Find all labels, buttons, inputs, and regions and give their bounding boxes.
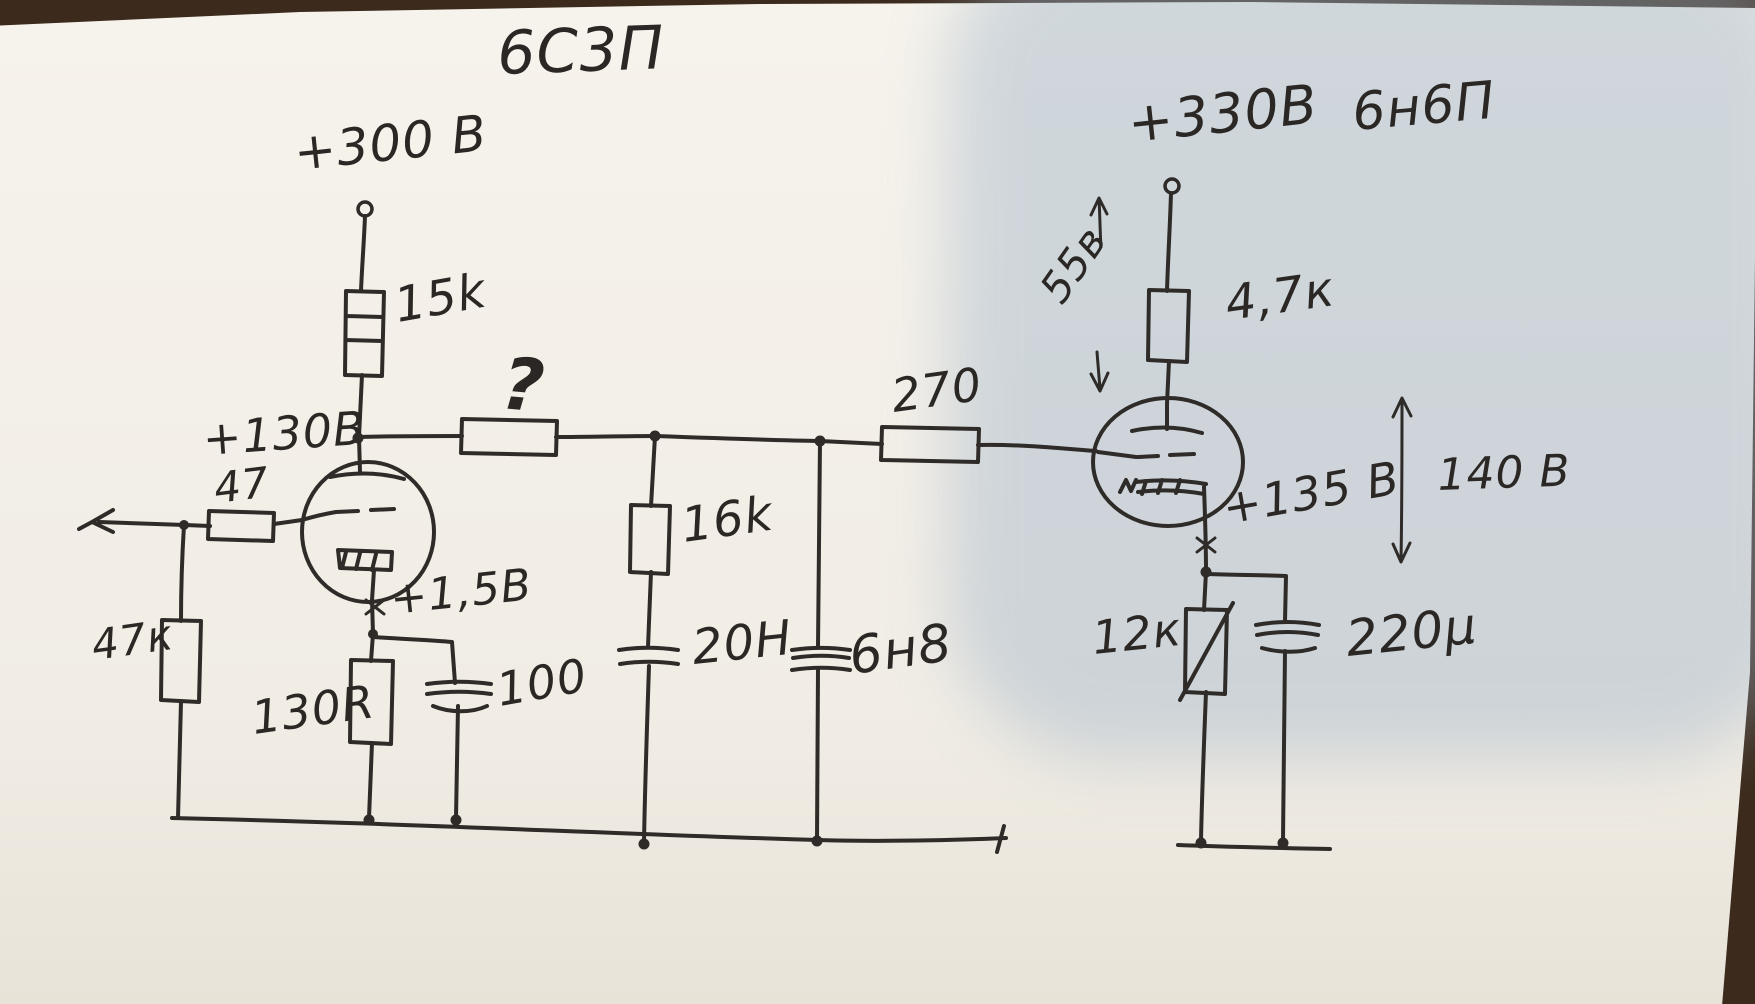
capacitor-20h-label: 20Н	[689, 610, 794, 676]
junction-dot	[638, 838, 650, 850]
capacitor-6n8	[790, 645, 852, 672]
capacitor-6n8-label: 6н8	[845, 613, 956, 687]
resistor-16k-label: 16k	[678, 485, 778, 553]
cast-shadow	[948, 0, 1755, 760]
interstage-network: 16k 20Н 6н8 270	[617, 357, 985, 850]
resistor-47-label: 47	[211, 458, 272, 513]
tube1-electrodes	[300, 471, 406, 572]
tube2-title-label: 6н6П	[1350, 71, 1498, 143]
resistor-270-label: 270	[888, 357, 985, 423]
resistor-47k	[159, 618, 203, 704]
voltage-drop-arrow	[1089, 196, 1110, 393]
cathode2-x-mark	[1195, 536, 1217, 554]
tube2-envelope	[1091, 396, 1245, 528]
left-stage-wires	[97, 214, 1098, 820]
junction-dot	[649, 430, 661, 442]
capacitor-100	[425, 679, 493, 714]
resistor-12k-label: 12к	[1090, 602, 1184, 665]
tube1-title-label: 6С3П	[496, 13, 666, 89]
junction-dot	[368, 629, 378, 639]
resistor-16k	[628, 503, 672, 576]
capacitor-220u	[1254, 620, 1321, 654]
input-arrow-icon	[77, 508, 115, 534]
junction-dot	[450, 814, 462, 826]
resistor-47k-label: 47к	[89, 610, 177, 670]
capacitor-220u-label: 220µ	[1343, 597, 1480, 668]
junction-dot	[1200, 566, 1212, 578]
junction-dot	[352, 432, 364, 444]
ground-rail-left	[170, 816, 1008, 854]
middle-wires	[642, 434, 822, 844]
swing-arrow	[1391, 396, 1413, 564]
coupling-question-label: ?	[499, 341, 549, 428]
junction-dot	[1195, 837, 1207, 849]
resistor-47	[206, 509, 276, 543]
resistor-130r	[348, 658, 395, 746]
junction-dot	[179, 520, 189, 530]
resistor-4k7	[1146, 288, 1191, 364]
cathode1-x-mark	[364, 598, 386, 616]
junction-dot	[1277, 837, 1289, 849]
node-130v-label: +130В	[201, 401, 367, 466]
right-stage-wires	[1096, 191, 1288, 842]
tube2-electrodes	[1118, 425, 1208, 496]
swing-voltage-label: 140 В	[1437, 445, 1572, 501]
resistor-coupling	[459, 417, 559, 457]
capacitor-20h	[617, 645, 680, 666]
resistor-12k	[1178, 601, 1235, 702]
ground-rail-right	[1176, 843, 1332, 851]
junction-dot	[814, 435, 826, 447]
resistor-270	[879, 425, 981, 464]
resistor-15k	[343, 289, 386, 378]
